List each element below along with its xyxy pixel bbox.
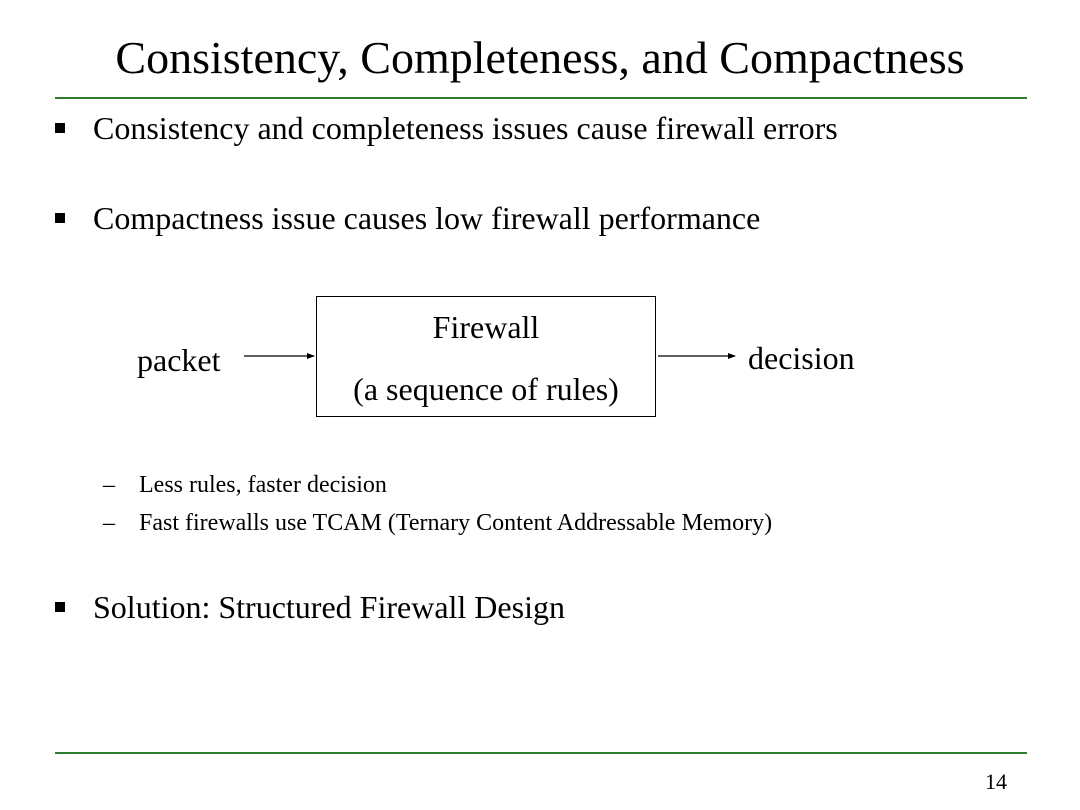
title-divider — [55, 97, 1027, 99]
bullet-square-icon — [55, 123, 65, 133]
footer-divider — [55, 752, 1027, 754]
slide-title: Consistency, Completeness, and Compactne… — [115, 32, 965, 83]
firewall-box: Firewall (a sequence of rules) — [316, 296, 656, 417]
firewall-box-subtitle: (a sequence of rules) — [353, 371, 619, 407]
sub-bullet-text: Fast firewalls use TCAM (Ternary Content… — [139, 510, 773, 536]
bullet-text: Consistency and completeness issues caus… — [93, 110, 838, 146]
page-number: 14 — [985, 769, 1007, 794]
sub-bullet-text: Less rules, faster decision — [139, 472, 387, 498]
diagram-input-label: packet — [137, 342, 221, 378]
diagram-output-label: decision — [748, 340, 855, 376]
bullet-square-icon — [55, 213, 65, 223]
bullet-text: Compactness issue causes low firewall pe… — [93, 200, 761, 236]
dash-icon: – — [103, 510, 115, 536]
bullet-square-icon — [55, 602, 65, 612]
dash-icon: – — [103, 472, 115, 498]
firewall-box-title: Firewall — [432, 309, 540, 345]
bullet-text: Solution: Structured Firewall Design — [93, 589, 565, 625]
